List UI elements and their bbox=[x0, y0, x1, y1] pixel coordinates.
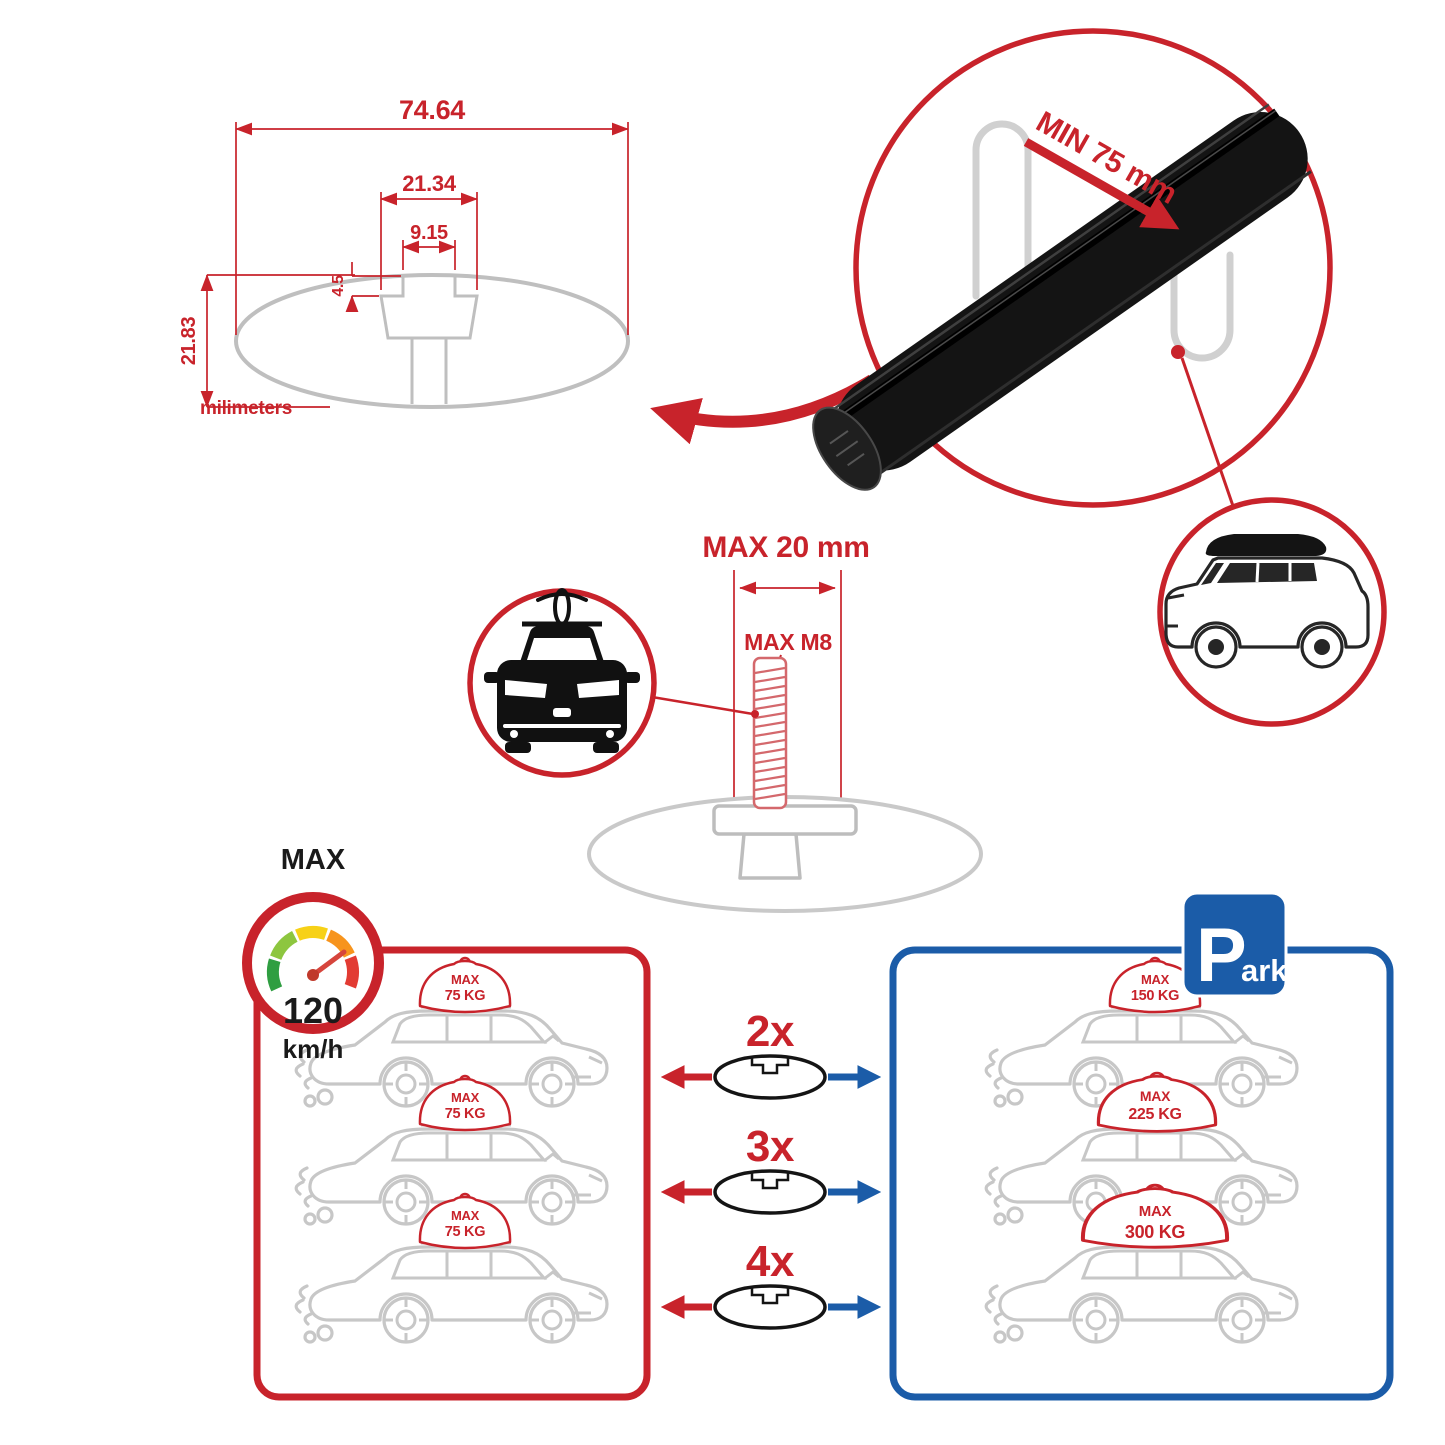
end-cap-detail bbox=[829, 430, 865, 467]
suv-mini-hub bbox=[1314, 639, 1330, 655]
multiplier-label: 3x bbox=[746, 1122, 795, 1171]
gauge-hub bbox=[307, 969, 319, 981]
suv-mini-windows bbox=[1201, 563, 1317, 585]
crossbar-body bbox=[836, 112, 1308, 471]
dim-ext-lines-total-height bbox=[207, 274, 355, 408]
park-sign-box bbox=[1181, 891, 1288, 998]
bike-car-circle bbox=[467, 588, 657, 778]
bar-count-slot bbox=[750, 1173, 790, 1190]
bolt-diagram: MAX 20 mm MAX M8 bbox=[587, 531, 983, 913]
t-slot-profile bbox=[379, 276, 479, 404]
bolt-leader-dot bbox=[751, 710, 759, 718]
cargo-load-label: 75 KG bbox=[445, 1106, 485, 1122]
bike-icon bbox=[522, 588, 602, 627]
t-nut-stem bbox=[738, 832, 802, 880]
multiplier-row-2x: 2x bbox=[660, 1007, 882, 1100]
car-front-icon bbox=[484, 626, 640, 753]
suv-mini-front-detail bbox=[1166, 593, 1185, 628]
min-span-arrow bbox=[1023, 138, 1180, 230]
multiplier-label: 4x bbox=[746, 1237, 795, 1286]
speed-gauge bbox=[267, 926, 359, 992]
cargo-max-label: MAX bbox=[1139, 1203, 1172, 1220]
bolt-shaft bbox=[752, 656, 788, 810]
park-sign-text: ark bbox=[1241, 953, 1288, 988]
crossbar-channel bbox=[835, 108, 1280, 424]
bar-count-icon bbox=[713, 1054, 827, 1100]
cargo-load-label: 300 KG bbox=[1125, 1222, 1185, 1242]
window-pillar bbox=[1255, 562, 1260, 583]
cargo-load-label: 75 KG bbox=[445, 988, 485, 1004]
dim-ext-lines-slot-width bbox=[402, 240, 456, 270]
crossbar-bottom-edge bbox=[874, 170, 1312, 478]
multiplier-row-3x: 3x bbox=[660, 1122, 882, 1215]
t-nut-flange bbox=[712, 804, 858, 836]
multiplier-label: 2x bbox=[746, 1007, 795, 1056]
crossbar-channel-strip bbox=[836, 110, 1277, 419]
speed-unit: km/h bbox=[283, 1034, 344, 1064]
cargo-max-label: MAX bbox=[1140, 1088, 1171, 1104]
bolt-max-length-label: MAX 20 mm bbox=[702, 531, 869, 564]
speed-value: 120 bbox=[283, 990, 343, 1031]
bar-count-icon bbox=[713, 1284, 827, 1330]
dim-ext-lines-channel-width bbox=[380, 192, 478, 290]
gauge-needle bbox=[310, 949, 347, 978]
cargo-max-label: MAX bbox=[451, 1208, 480, 1223]
bar-count-slot bbox=[750, 1288, 790, 1305]
bolt-leader-line bbox=[651, 695, 754, 716]
cargo-max-label: MAX bbox=[451, 972, 480, 987]
bolt-dim-verticals bbox=[733, 570, 842, 798]
cargo-load-label: 225 KG bbox=[1128, 1106, 1181, 1123]
roofbox-suv-circle bbox=[1157, 497, 1387, 727]
dim-total-height-value: 21.83 bbox=[178, 317, 200, 366]
dim-slot-depth-value: 4.5 bbox=[330, 275, 347, 297]
cross-section-diagram: 74.64 21.34 9.15 4.5 21.83 milimeters bbox=[178, 95, 630, 419]
cargo-max-label: MAX bbox=[1141, 972, 1170, 987]
unit-label: milimeters bbox=[200, 398, 292, 419]
suv-mini-hub bbox=[1208, 639, 1224, 655]
clamp-strap-front bbox=[1170, 246, 1234, 362]
park-sign: P ark bbox=[1181, 891, 1288, 998]
bar-count-slot bbox=[750, 1058, 790, 1075]
cargo-max-label: MAX bbox=[451, 1090, 480, 1105]
multiplier-row-4x: 4x bbox=[660, 1237, 882, 1330]
crossbar-profile-outline bbox=[234, 273, 630, 409]
clamp-anchor-dot bbox=[1171, 345, 1185, 359]
bar-count-icon bbox=[713, 1169, 827, 1215]
crossbar-3d bbox=[812, 103, 1312, 491]
dim-channel-width-value: 21.34 bbox=[402, 171, 457, 196]
cargo-load-label: 75 KG bbox=[445, 1224, 485, 1240]
bolt-max-thread-label: MAX M8 bbox=[744, 629, 832, 655]
park-sign-p: P bbox=[1196, 913, 1247, 998]
dim-slot-width-value: 9.15 bbox=[410, 222, 448, 244]
suv-mini-body bbox=[1164, 556, 1370, 649]
detail-leader-line bbox=[1180, 357, 1235, 507]
dim-total-width-value: 74.64 bbox=[399, 95, 465, 125]
crossbar-top-edge bbox=[829, 103, 1270, 413]
speed-limit-badge: MAX 120 km/h bbox=[242, 844, 384, 1064]
speed-max-label: MAX bbox=[281, 844, 346, 876]
speed-badge-circle bbox=[242, 892, 384, 1034]
cargo-load-label: 150 KG bbox=[1131, 988, 1179, 1004]
dim-ext-lines-total-width bbox=[235, 122, 629, 335]
bar-detail-circle: MIN 75 mm bbox=[812, 28, 1333, 508]
roof-box bbox=[1205, 534, 1327, 556]
